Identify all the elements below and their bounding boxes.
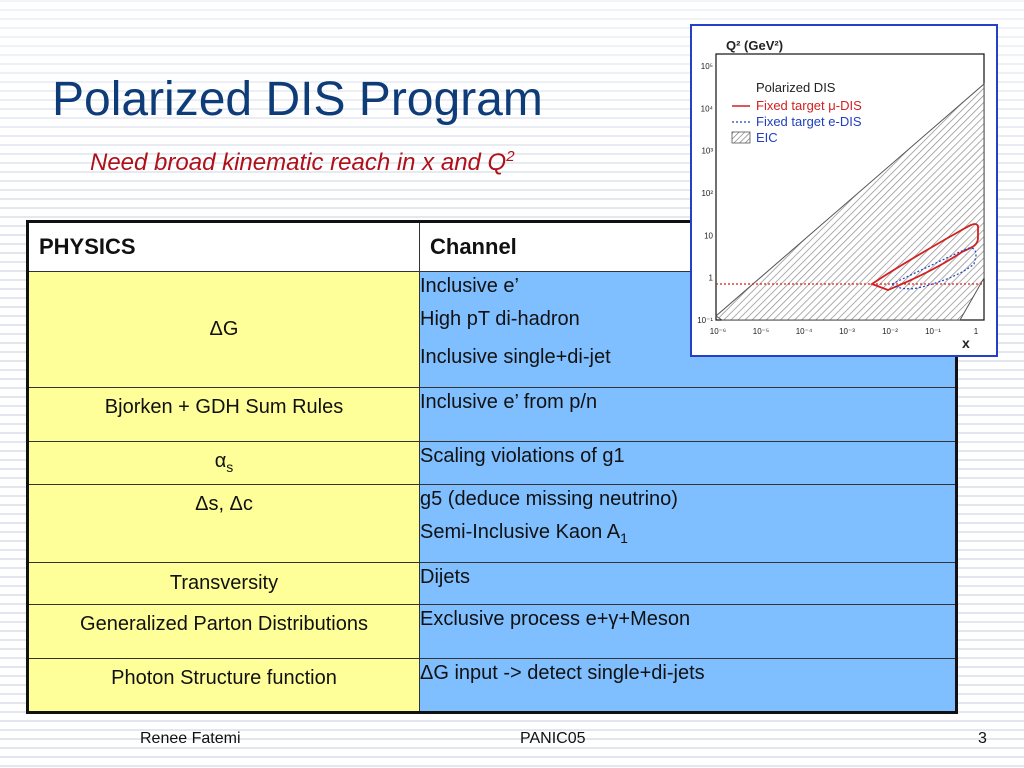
channel-cell: g5 (deduce missing neutrino) Semi-Inclus… <box>419 483 957 563</box>
legend-eic-label: EIC <box>756 130 778 145</box>
physics-cell: Generalized Parton Distributions <box>27 603 420 659</box>
channel-line: High pT di-hadron <box>420 308 580 331</box>
physics-cell: Bjorken + GDH Sum Rules <box>27 387 420 443</box>
channel-cell: ΔG input -> detect single+di-jets <box>419 657 957 714</box>
table-row: Transversity Dijets <box>27 561 957 605</box>
x-tick-label: 10⁻² <box>882 327 898 336</box>
x-axis-label: x <box>962 335 970 351</box>
channel-line: Semi-Inclusive Kaon A1 <box>420 520 628 546</box>
table-row: αs Scaling violations of g1 <box>27 441 957 485</box>
legend-title: Polarized DIS <box>756 80 836 95</box>
eic-region <box>715 82 985 321</box>
channel-cell: Scaling violations of g1 <box>419 441 957 485</box>
physics-cell: Photon Structure function <box>27 657 420 714</box>
footer-page-number: 3 <box>978 730 987 747</box>
x-tick-label: 1 <box>974 327 979 336</box>
x-tick-label: 10⁻⁴ <box>796 327 813 336</box>
y-tick-label: 10² <box>701 189 713 198</box>
x-tick-label: 10⁻⁵ <box>753 327 769 336</box>
physics-cell: Transversity <box>27 561 420 605</box>
channel-cell: Dijets <box>419 561 957 605</box>
x-tick-label: 10⁻¹ <box>925 327 941 336</box>
subtitle-superscript: 2 <box>506 148 515 165</box>
plot-legend: Polarized DIS Fixed target μ-DIS Fixed t… <box>731 80 862 145</box>
x-tick-label: 10⁻³ <box>839 327 855 336</box>
channel-line: Scaling violations of g1 <box>420 445 625 468</box>
channel-cell: Inclusive e’ from p/n <box>419 387 957 443</box>
legend-e-dis-label: Fixed target e-DIS <box>756 114 862 129</box>
x-tick-labels: 10⁻⁶ 10⁻⁵ 10⁻⁴ 10⁻³ 10⁻² 10⁻¹ 1 <box>710 327 979 336</box>
y-tick-label: 10⁻¹ <box>697 316 713 325</box>
y-tick-label: 10⁵ <box>701 62 713 71</box>
slide-subtitle: Need broad kinematic reach in x and Q2 <box>90 148 515 177</box>
physics-cell: Δs, Δc <box>27 483 420 563</box>
channel-line: Dijets <box>420 565 471 588</box>
y-tick-label: 10 <box>704 231 713 240</box>
legend-mu-dis-label: Fixed target μ-DIS <box>756 98 862 113</box>
y-tick-label: 10⁴ <box>701 104 714 113</box>
footer-author: Renee Fatemi <box>140 730 241 747</box>
kinematic-coverage-plot: Q² (GeV²) x 10⁵ 10⁴ 10³ 10² 10 1 10⁻¹ 10⁻⁶ 10⁻⁵… <box>690 24 998 357</box>
physics-channel-table: PHYSICS Channel ΔG Inclusive e’ High pT … <box>26 220 958 714</box>
mu-dis-contour <box>870 223 979 291</box>
physics-cell: ΔG <box>27 271 420 389</box>
channel-line: g5 (deduce missing neutrino) <box>420 487 678 510</box>
channel-cell: Exclusive process e+γ+Meson <box>419 603 957 659</box>
x-tick-label: 10⁻⁶ <box>710 327 726 336</box>
table-row: Photon Structure function ΔG input -> de… <box>27 657 957 714</box>
y-tick-label: 10³ <box>701 147 713 156</box>
y-tick-labels: 10⁵ 10⁴ 10³ 10² 10 1 10⁻¹ <box>697 62 713 325</box>
e-dis-contour <box>890 247 977 290</box>
legend-eic-swatch <box>731 131 751 144</box>
channel-line: Inclusive e’ from p/n <box>420 391 598 414</box>
table-row: Generalized Parton Distributions Exclusi… <box>27 603 957 659</box>
subtitle-text: Need broad kinematic reach in x and Q <box>90 149 507 176</box>
channel-line: Inclusive single+di-jet <box>420 346 611 369</box>
y-axis-label: Q² (GeV²) <box>726 38 783 53</box>
physics-column-header: PHYSICS <box>27 220 420 273</box>
channel-line: Inclusive e’ <box>420 275 519 298</box>
table-row: Δs, Δc g5 (deduce missing neutrino) Semi… <box>27 483 957 563</box>
footer-conference: PANIC05 <box>520 730 586 747</box>
kinematic-plot-svg: Q² (GeV²) x 10⁵ 10⁴ 10³ 10² 10 1 10⁻¹ 10⁻⁶ 10⁻⁵… <box>697 38 985 351</box>
slide-title: Polarized DIS Program <box>52 73 543 126</box>
physics-cell: αs <box>27 441 420 485</box>
channel-line: Exclusive process e+γ+Meson <box>420 607 691 630</box>
table-row: Bjorken + GDH Sum Rules Inclusive e’ fro… <box>27 387 957 443</box>
y-tick-label: 1 <box>709 274 714 283</box>
channel-line: ΔG input -> detect single+di-jets <box>420 661 705 684</box>
